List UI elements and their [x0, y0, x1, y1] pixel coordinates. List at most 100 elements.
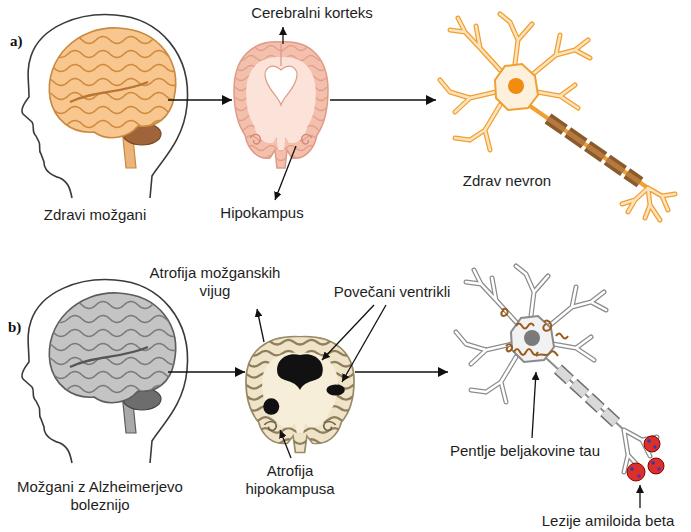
illustration-part	[40, 302, 194, 393]
healthy-neuron	[440, 14, 675, 220]
illustration-part	[651, 461, 655, 465]
illustration-part	[548, 119, 640, 183]
illustration-part	[639, 485, 640, 508]
figure-caption: Možgani z Alzheimerjevo boleznijo	[5, 478, 195, 514]
illustration-part	[246, 57, 316, 150]
leader-lines	[257, 27, 640, 508]
figure-caption: Cerebralni korteks	[251, 4, 373, 22]
healthy-head	[22, 15, 194, 198]
figure-caption: Pentlje beljakovine tau	[450, 442, 600, 460]
flow-arrow	[168, 99, 232, 101]
tau-tangles	[501, 309, 568, 356]
illustration-part	[40, 330, 194, 337]
illustration-part	[456, 266, 606, 402]
illustration-part	[280, 430, 291, 458]
illustration-part	[246, 337, 354, 453]
illustration-part	[40, 37, 194, 44]
figure-panel: Zdravi možgani	[18, 18, 168, 198]
illustration-part	[548, 119, 640, 183]
illustration-part	[653, 445, 657, 449]
illustration-part	[40, 358, 194, 365]
figure-panel: Cerebralni korteksHipokampus	[232, 40, 330, 168]
illustration-part	[264, 422, 276, 431]
figure-caption: Lezije amiloida beta	[542, 512, 675, 530]
alzheimer-brain-section	[237, 337, 364, 453]
illustration-part	[556, 334, 568, 339]
illustration-part	[237, 439, 364, 444]
illustration-part	[630, 467, 634, 471]
illustration-part	[440, 14, 590, 150]
illustration-part	[226, 156, 336, 161]
illustration-part	[508, 78, 524, 94]
figure-panel: Zdrav nevron	[436, 12, 681, 222]
illustration-part	[546, 358, 624, 430]
illustration-part	[495, 64, 538, 110]
illustration-part	[40, 107, 194, 114]
illustration-part	[262, 353, 338, 434]
figure-panel: Atrofija možganskih vijugPovečani ventri…	[245, 335, 355, 453]
figure-caption: Zdravi možgani	[44, 206, 147, 224]
illustration-part	[40, 386, 194, 393]
illustration-part	[40, 65, 194, 72]
illustration-part	[532, 372, 536, 438]
illustration-part	[40, 302, 194, 309]
amyloid-plaques	[627, 436, 664, 481]
figure-caption: Hipokampus	[220, 204, 303, 222]
illustration-part	[70, 82, 148, 102]
illustration-part	[265, 66, 297, 105]
figure-caption: Atrofija možganskih vijug	[140, 264, 290, 300]
illustration-part	[627, 463, 645, 481]
healthy-brain-section	[226, 42, 336, 168]
illustration-part	[277, 354, 323, 390]
illustration-part	[302, 134, 312, 144]
panel-letter: a)	[10, 32, 23, 50]
illustration-part	[456, 266, 606, 402]
flow-arrow	[355, 371, 448, 373]
illustration-part	[237, 340, 364, 345]
illustration-part	[263, 398, 279, 415]
illustration-part	[543, 321, 551, 331]
illustration-part	[622, 188, 675, 220]
illustration-part	[324, 422, 336, 431]
illustration-part	[282, 27, 283, 44]
illustration-part	[647, 439, 651, 443]
illustration-part	[342, 305, 386, 382]
figure-panel: Možgani z Alzheimerjevo boleznijo	[18, 275, 168, 465]
illustration-part	[516, 324, 534, 329]
illustration-part	[250, 134, 260, 144]
illustration-part	[275, 146, 296, 200]
illustration-part	[234, 42, 328, 168]
illustration-part	[456, 266, 606, 402]
figure-caption: Atrofija hipokampusa	[238, 462, 342, 498]
illustration-part	[257, 309, 264, 342]
illustration-part	[40, 316, 194, 323]
illustration-part	[40, 121, 194, 128]
figure-caption: Zdrav nevron	[463, 172, 551, 190]
illustration-part	[40, 79, 194, 86]
illustration-part	[40, 93, 194, 100]
illustration-part	[558, 369, 616, 423]
flow-arrow	[168, 371, 245, 373]
illustration-part	[237, 340, 364, 444]
illustration-part	[326, 384, 344, 395]
illustration-part	[322, 305, 374, 360]
illustration-part	[40, 37, 194, 128]
illustration-part	[637, 474, 641, 478]
figure-caption: Povečani ventrikli	[334, 283, 451, 301]
illustration-part	[648, 458, 664, 474]
figure-panel: Pentlje beljakovine tauLezije amiloida b…	[448, 262, 683, 492]
illustration-part	[657, 467, 661, 471]
illustration-part	[644, 436, 660, 452]
flow-arrow	[330, 99, 436, 101]
illustration-part	[514, 349, 538, 355]
illustration-part	[536, 351, 558, 356]
illustration-part	[558, 369, 616, 423]
illustration-part	[280, 44, 281, 66]
illustration-part	[501, 309, 507, 316]
illustration-part	[40, 344, 194, 351]
illustration-part	[506, 344, 512, 351]
illustration-part	[70, 347, 148, 367]
